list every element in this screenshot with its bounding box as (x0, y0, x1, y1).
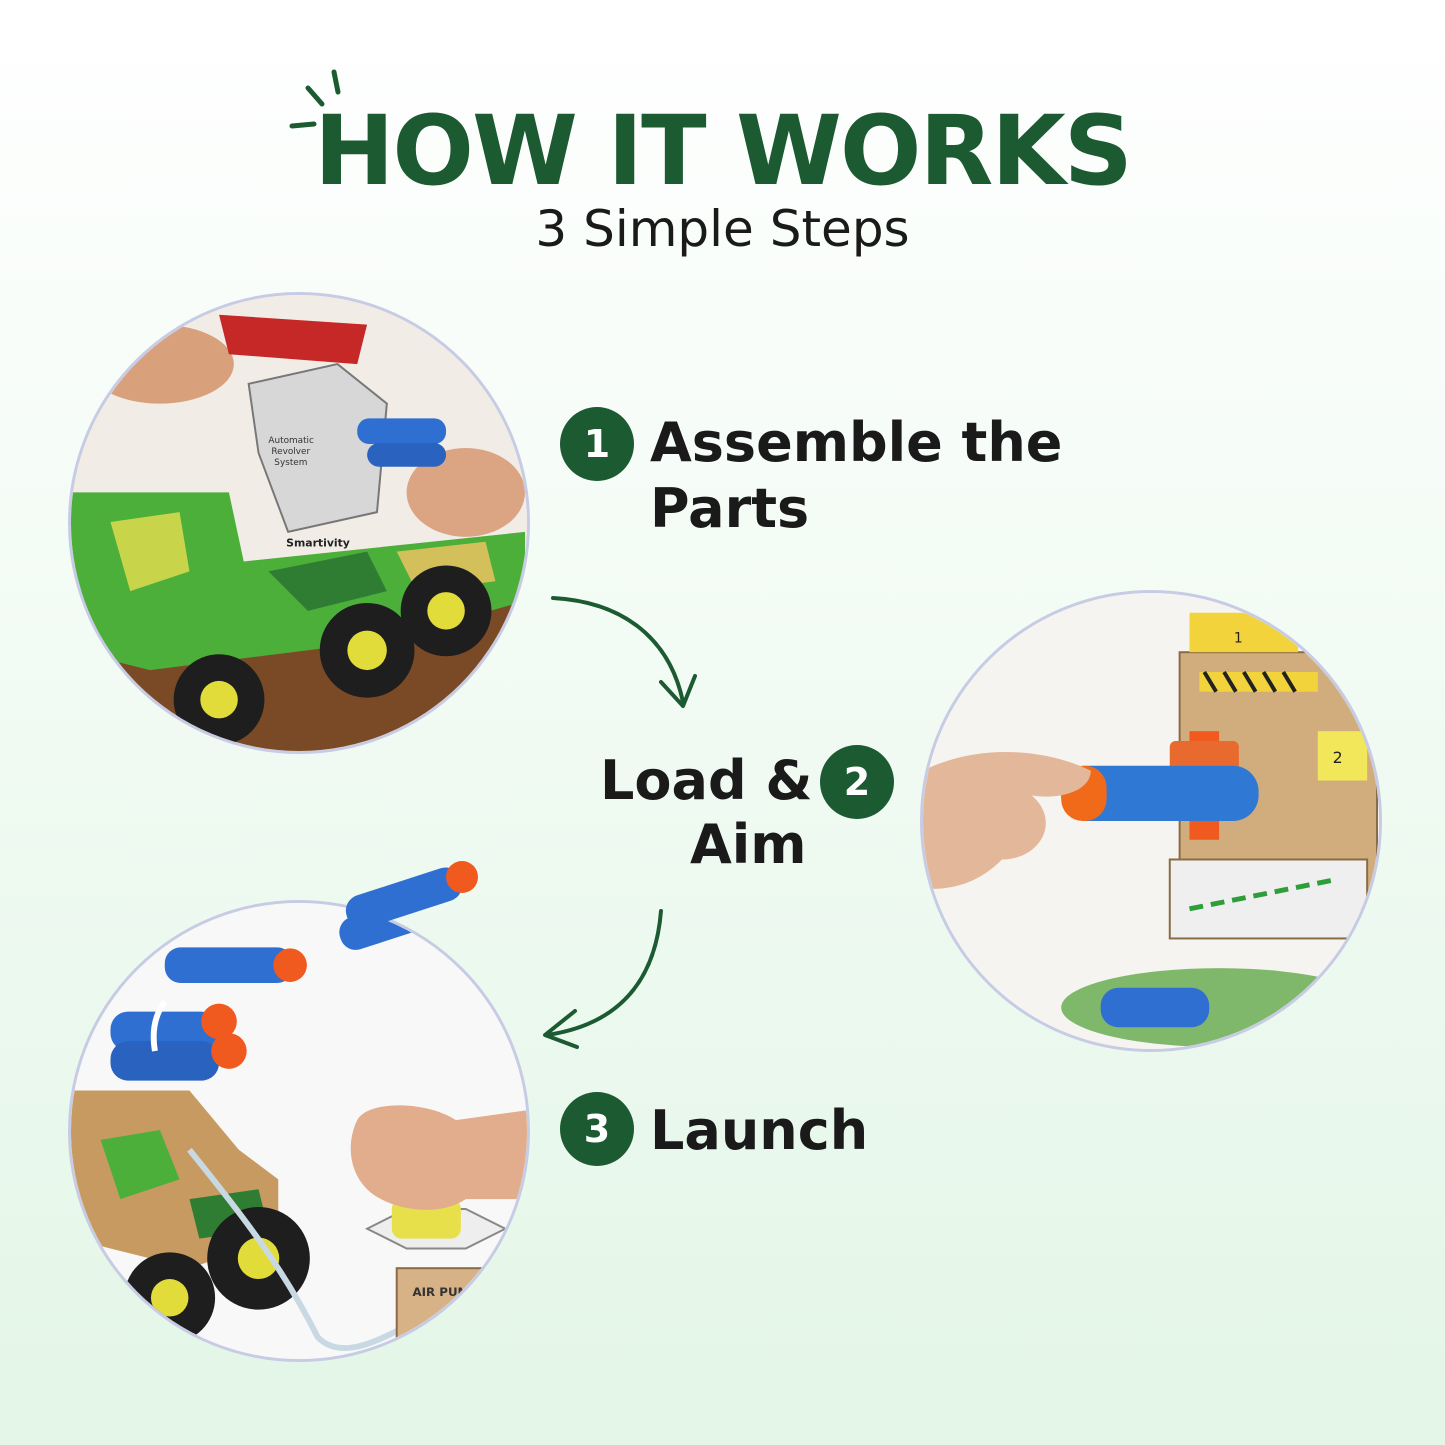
revolver-print-2: Revolver (271, 447, 310, 457)
air-pump-print: AIR PUMP (413, 1285, 479, 1299)
page-title: HOW IT WORKS (314, 95, 1133, 207)
step1-label-line1: Assemble the (650, 411, 1063, 474)
step3-badge: 3 (560, 1092, 634, 1166)
step3-photo: AIR PUMP (68, 900, 530, 1362)
step2-label-line1: Load & (600, 749, 813, 812)
step2-badge: 2 (820, 745, 894, 819)
marker-1-print: 1 (1234, 630, 1243, 646)
marker-2-print: 2 (1333, 748, 1343, 767)
step2-photo: 1 2 (920, 590, 1382, 1052)
revolver-print-1: Automatic (268, 436, 314, 446)
step1-badge: 1 (560, 407, 634, 481)
step1-label-line2: Parts (650, 477, 810, 540)
arrow-step2-to-step3 (543, 909, 663, 1049)
step3-label: Launch (650, 1099, 869, 1162)
step2-label-line2: Aim (690, 813, 807, 876)
sparkle-icon (289, 69, 341, 129)
page-subtitle: 3 Simple Steps (535, 200, 910, 258)
brand-print: Smartivity (286, 537, 350, 550)
arrow-step1-to-step2 (551, 596, 697, 708)
revolver-print-3: System (274, 458, 307, 468)
step1-photo: Automatic Revolver System Smartivity (68, 292, 530, 754)
flying-dart (345, 861, 478, 929)
